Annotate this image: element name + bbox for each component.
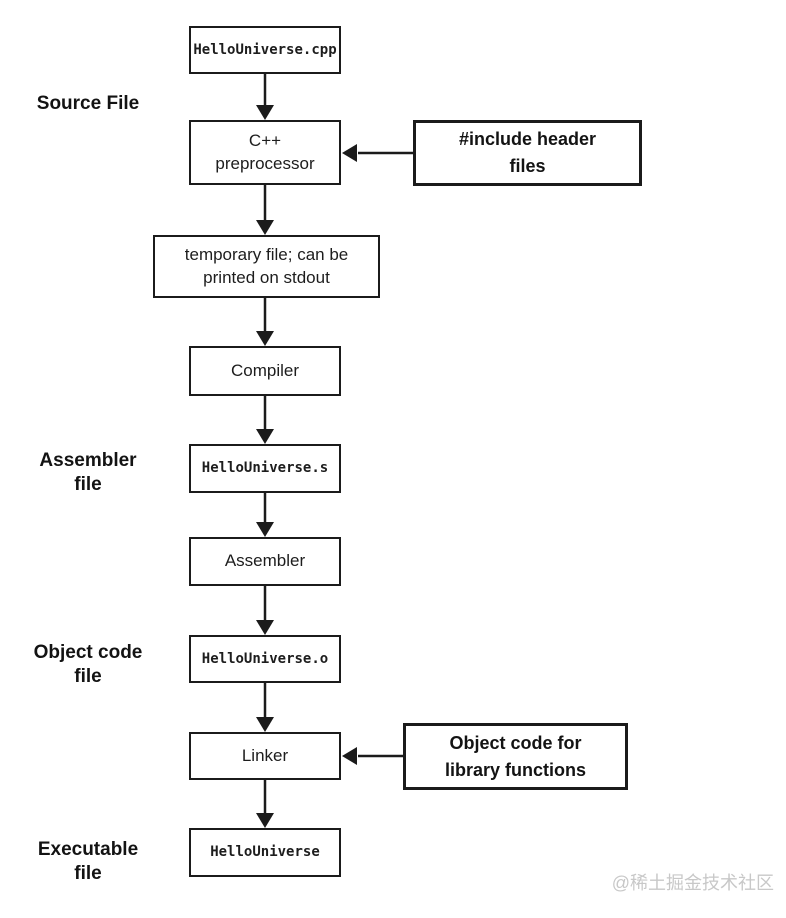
arrow-assembler-to-objectfile [256, 586, 274, 635]
arrow-tempfile-to-compiler [256, 298, 274, 346]
node-assembler: Assembler [189, 537, 341, 586]
arrow-objectfile-to-linker [256, 683, 274, 732]
node-linker: Linker [189, 732, 341, 780]
node-source-file: HelloUniverse.cpp [189, 26, 341, 74]
node-assembly-file: HelloUniverse.s [189, 444, 341, 493]
stage-label-assembler-file: Assembler file [39, 450, 137, 495]
watermark-juejin-community: @稀土掘金技术社区 [611, 873, 774, 893]
node-compiler: Compiler [189, 346, 341, 396]
node-include-header-files: #include header files [413, 120, 642, 186]
arrow-includeheaders-to-preprocessor [342, 144, 413, 162]
arrow-compiler-to-assemblyfile [256, 396, 274, 444]
arrow-source-to-preprocessor [256, 74, 274, 120]
stage-label-executable-file: Executable file [37, 839, 139, 884]
arrow-preprocessor-to-tempfile [256, 185, 274, 235]
stage-label-source-file: Source File [36, 93, 140, 114]
arrow-linker-to-executable [256, 780, 274, 828]
node-temporary-file: temporary file; can be printed on stdout [153, 235, 380, 298]
node-cpp-preprocessor: C++ preprocessor [189, 120, 341, 185]
arrow-libraryobjects-to-linker [342, 747, 403, 765]
arrow-assemblyfile-to-assembler [256, 493, 274, 537]
node-library-object-code: Object code for library functions [403, 723, 628, 790]
node-executable: HelloUniverse [189, 828, 341, 877]
node-object-file: HelloUniverse.o [189, 635, 341, 683]
stage-label-object-code-file: Object code file [33, 642, 143, 687]
